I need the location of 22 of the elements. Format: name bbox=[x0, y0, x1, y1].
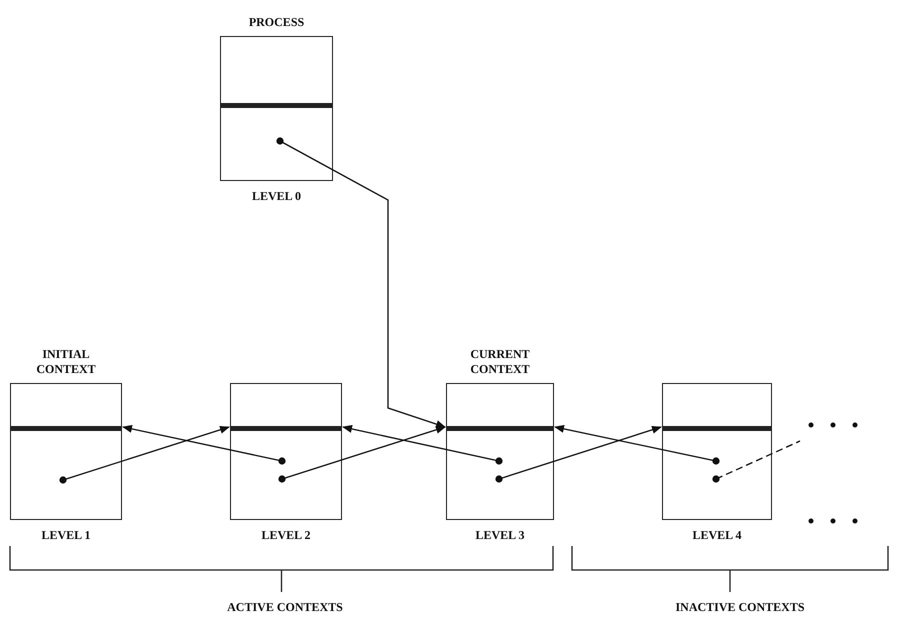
level-label: LEVEL 4 bbox=[691, 528, 743, 543]
box-heading: INITIAL CONTEXT bbox=[35, 347, 97, 377]
pointer-arrow bbox=[554, 424, 720, 465]
context-box bbox=[662, 383, 772, 520]
pointer-arrow bbox=[276, 137, 446, 428]
context-box bbox=[10, 383, 122, 520]
context-box bbox=[230, 383, 342, 520]
box-heading: PROCESS bbox=[248, 15, 306, 30]
pointer-arrow bbox=[495, 426, 662, 483]
pointer-arrow bbox=[59, 426, 230, 484]
pointer-arrow bbox=[342, 425, 503, 465]
context-box bbox=[220, 36, 333, 181]
box-heading: CURRENT CONTEXT bbox=[469, 347, 531, 377]
level-label: LEVEL 0 bbox=[250, 189, 302, 204]
level-label: LEVEL 1 bbox=[40, 528, 92, 543]
pointer-arrow bbox=[278, 426, 446, 483]
group-label: ACTIVE CONTEXTS bbox=[226, 600, 344, 615]
context-box bbox=[446, 383, 554, 520]
level-label: LEVEL 2 bbox=[260, 528, 312, 543]
group-label: INACTIVE CONTEXTS bbox=[674, 600, 806, 615]
level-label: LEVEL 3 bbox=[474, 528, 526, 543]
pointer-arrow bbox=[122, 424, 286, 465]
